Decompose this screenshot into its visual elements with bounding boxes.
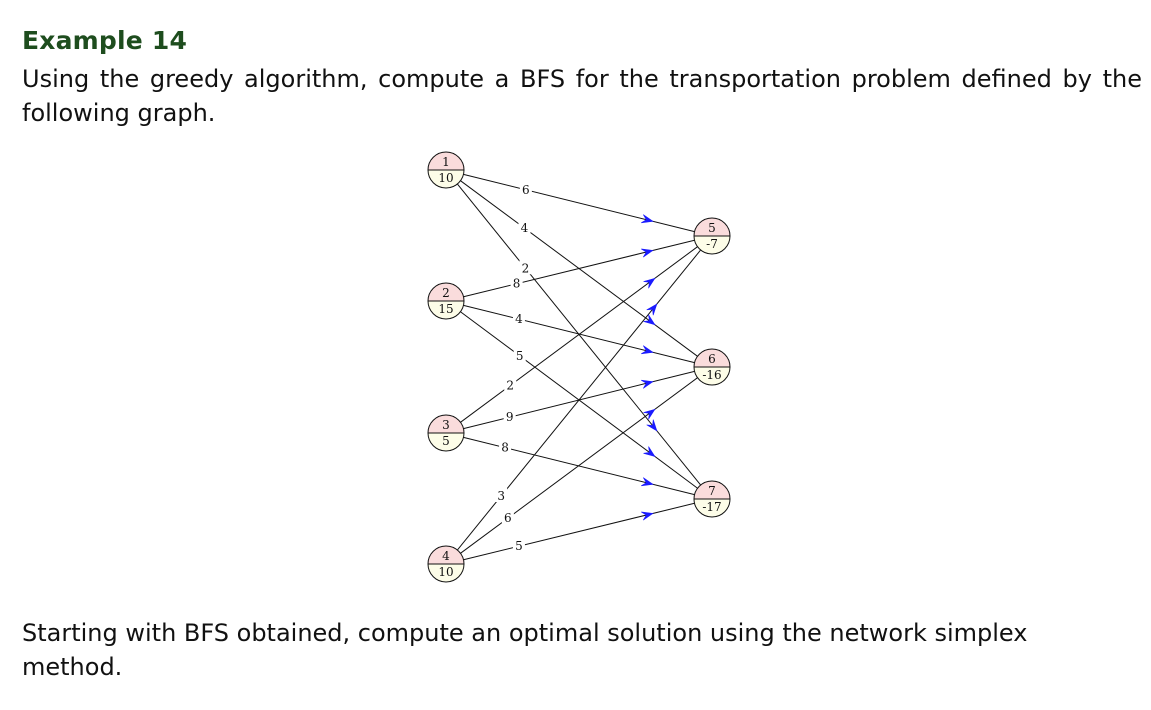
- edge-cost-3-7: 8: [501, 441, 509, 455]
- arrow-3-5: [643, 277, 656, 289]
- arrow-3-6: [641, 379, 654, 389]
- edge-label-bg: [518, 220, 531, 235]
- arrow-2-5: [641, 248, 654, 258]
- node-value: -16: [702, 368, 721, 382]
- arrow-3-7: [641, 477, 654, 487]
- node-id: 7: [708, 484, 716, 498]
- node-id: 4: [442, 549, 450, 563]
- edge-4-5: [456, 249, 702, 551]
- edge-label-bg: [512, 311, 525, 326]
- edge-cost-3-6: 9: [506, 410, 514, 424]
- edge-cost-1-6: 4: [521, 221, 529, 235]
- node-4: 410: [427, 545, 465, 583]
- node-value: 10: [438, 171, 453, 185]
- edge-label-bg: [510, 275, 523, 290]
- arrow-1-7: [646, 419, 658, 432]
- edge-4-6: [460, 377, 698, 554]
- edge-cost-2-7: 5: [516, 349, 524, 363]
- problem-statement: Using the greedy algorithm, compute a BF…: [22, 65, 1142, 127]
- node-value: -7: [706, 237, 718, 251]
- arrow-2-6: [641, 345, 654, 355]
- edge-cost-3-5: 2: [506, 378, 514, 392]
- edge-cost-1-5: 6: [522, 183, 530, 197]
- node-id: 2: [442, 286, 450, 300]
- edge-cost-2-6: 4: [515, 312, 523, 326]
- edge-3-5: [460, 246, 698, 423]
- node-2: 215: [427, 282, 465, 320]
- node-value: 15: [438, 302, 453, 316]
- edge-4-7: [463, 502, 695, 561]
- edge-cost-4-6: 6: [504, 511, 512, 525]
- arrow-1-5: [641, 214, 654, 224]
- edge-cost-1-7: 2: [522, 261, 530, 275]
- node-id: 3: [442, 418, 450, 432]
- node-3: 35: [427, 414, 465, 452]
- edge-cost-2-5: 8: [513, 277, 521, 291]
- edge-label-bg: [503, 409, 516, 424]
- edge-label-bg: [513, 347, 526, 362]
- edge-label-bg: [512, 538, 525, 553]
- node-value: 5: [442, 434, 450, 448]
- arrow-4-7: [641, 511, 654, 521]
- node-1: 110: [427, 151, 465, 189]
- arrow-4-6: [643, 408, 656, 420]
- edge-label-bg: [504, 377, 517, 392]
- edge-label-bg: [501, 510, 514, 525]
- arrow-4-5: [646, 303, 658, 316]
- node-id: 6: [708, 352, 716, 366]
- node-id: 5: [708, 221, 716, 235]
- node-6: 6-16: [693, 348, 731, 386]
- arrow-2-7: [643, 446, 656, 457]
- edge-label-bg: [495, 488, 508, 503]
- task-statement: Starting with BFS obtained, compute an o…: [22, 619, 1028, 681]
- node-5: 5-7: [693, 217, 731, 255]
- example-heading: Example 14: [22, 26, 188, 55]
- node-value: 10: [438, 565, 453, 579]
- edge-label-bg: [499, 439, 512, 454]
- edge-cost-4-7: 5: [515, 539, 523, 553]
- arrow-1-6: [643, 314, 656, 326]
- edge-label-bg: [519, 181, 532, 196]
- edge-cost-4-5: 3: [497, 489, 505, 503]
- edge-2-5: [463, 239, 695, 298]
- node-id: 1: [442, 155, 450, 169]
- node-7: 7-17: [693, 480, 731, 518]
- node-value: -17: [702, 500, 721, 514]
- edge-label-bg: [519, 260, 532, 275]
- edge-1-5: [463, 173, 695, 233]
